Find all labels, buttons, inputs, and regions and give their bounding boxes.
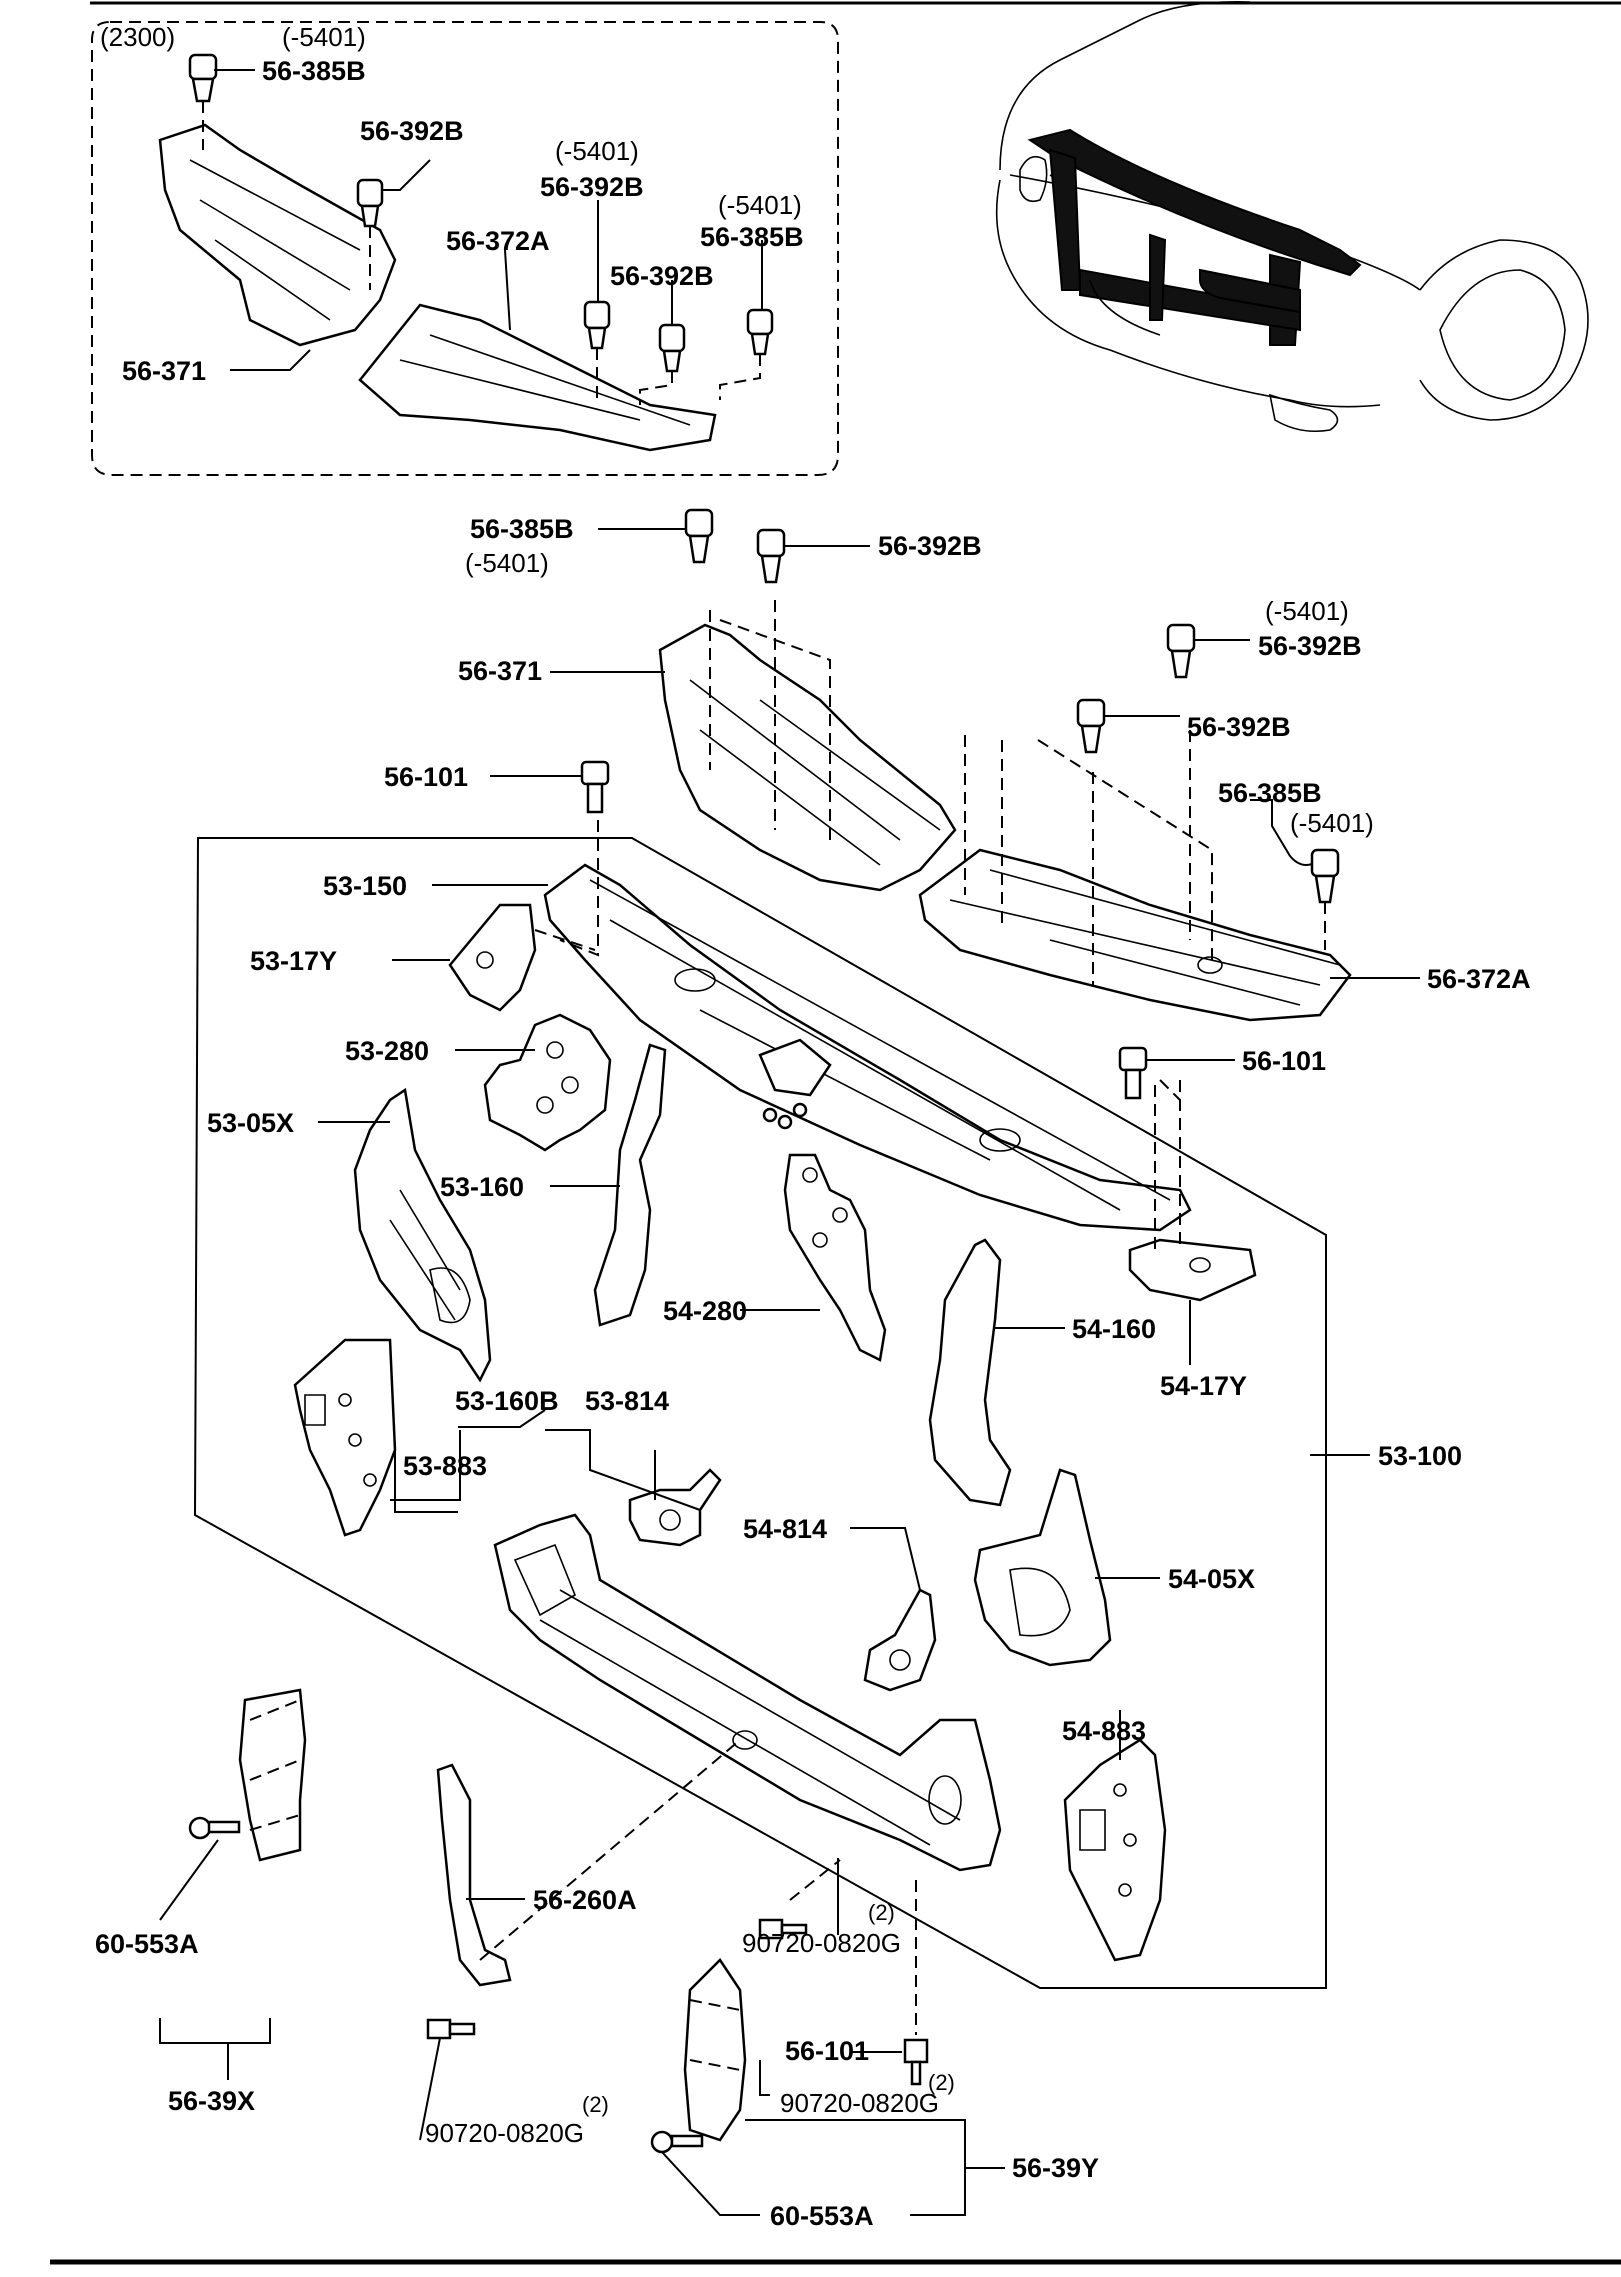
label-a7: 56-392B	[1187, 712, 1291, 742]
part-53-17Y	[448, 903, 596, 1012]
clip-56-385B-main-right	[1310, 848, 1340, 950]
inset-label-p4: (-5401)	[555, 136, 639, 166]
assembly-53-100-outline	[193, 837, 1327, 1989]
label-a39: 60-553A	[770, 2201, 874, 2231]
label-a37: 90720-0820G	[425, 2118, 584, 2148]
inset-part-56-371	[158, 123, 397, 347]
inset-clip-56-392B-2	[583, 300, 611, 350]
label-a36: (2)	[582, 2092, 609, 2117]
label-a35: 56-39X	[168, 2086, 255, 2116]
bolt-56-101-right	[1118, 1046, 1148, 1100]
part-54-160	[928, 1238, 1012, 1507]
part-54-883	[1063, 1738, 1167, 1962]
clip-56-385B-main	[684, 508, 714, 564]
label-a28: 56-260A	[533, 1885, 637, 1915]
label-a34: 90720-0820G	[780, 2088, 939, 2118]
label-a16: 53-05X	[207, 1108, 294, 1138]
label-a33: (2)	[928, 2070, 955, 2095]
inset-clip-56-385B-right	[746, 308, 774, 356]
label-a30: 90720-0820G	[742, 1928, 901, 1958]
label-a11: 53-150	[323, 871, 407, 901]
label-a27: 54-883	[1062, 1716, 1146, 1746]
label-a5: 56-392B	[1258, 631, 1362, 661]
clip-56-392B-main-1	[756, 528, 786, 584]
clip-56-392B-main-2	[1166, 623, 1196, 679]
label-a9: 56-385B	[1218, 778, 1322, 808]
label-a25: 54-814	[743, 1514, 827, 1544]
inset-label-p7: 56-385B	[700, 222, 804, 252]
part-56-371	[658, 600, 957, 892]
part-53-150	[543, 820, 1192, 1232]
label-a22: 53-814	[585, 1386, 669, 1416]
part-53-160B	[493, 1513, 1002, 1872]
vehicle-locator-sketch	[995, 1, 1589, 433]
label-a10: (-5401)	[1290, 808, 1374, 838]
label-a17: 53-160	[440, 1172, 524, 1202]
part-56-39Y	[650, 1859, 929, 2154]
label-a4: (-5401)	[1265, 596, 1349, 626]
label-a32: 56-101	[785, 2036, 869, 2066]
label-a38: 56-39Y	[1012, 2153, 1099, 2183]
inset-label-p3: 56-392B	[360, 116, 464, 146]
label-a2: (-5401)	[465, 548, 549, 578]
inset-label-p2: 56-385B	[262, 56, 366, 86]
inset-code: (2300)	[100, 22, 175, 52]
inset-label-p8: 56-372A	[446, 226, 550, 256]
inset-label-p6: (-5401)	[718, 190, 802, 220]
inset-clip-56-392B-3	[658, 323, 686, 373]
label-a24: 53-100	[1378, 1441, 1462, 1471]
label-a18: 54-280	[663, 1296, 747, 1326]
part-54-17Y	[1128, 1079, 1257, 1302]
label-a12: 53-17Y	[250, 946, 337, 976]
part-54-280	[783, 1153, 887, 1362]
clip-56-392B-main-3	[1076, 698, 1106, 754]
part-53-160	[593, 1043, 667, 1327]
label-a19: 54-160	[1072, 1314, 1156, 1344]
label-a14: 53-280	[345, 1036, 429, 1066]
part-54-05X	[973, 1468, 1112, 1667]
label-a15: 56-101	[1242, 1046, 1326, 1076]
label-a3: 56-392B	[878, 531, 982, 561]
label-a23: 53-883	[403, 1451, 487, 1481]
inset-label-p10: 56-371	[122, 356, 206, 386]
part-53-883	[293, 1338, 397, 1537]
part-53-280	[483, 1013, 612, 1152]
part-53-05X	[353, 1087, 492, 1383]
inset-label-p1: (-5401)	[282, 22, 366, 52]
part-53-814	[628, 1468, 722, 1547]
label-a26: 54-05X	[1168, 1564, 1255, 1594]
label-a20: 54-17Y	[1160, 1371, 1247, 1401]
label-a8: 56-101	[384, 762, 468, 792]
label-a31: 60-553A	[95, 1929, 199, 1959]
part-56-260A	[426, 1739, 741, 2040]
inset-label-p5: 56-392B	[540, 172, 644, 202]
part-56-39X	[188, 1688, 307, 1862]
part-56-372A	[918, 730, 1352, 1022]
label-a21: 53-160B	[455, 1386, 559, 1416]
bolt-56-101-top	[580, 760, 610, 814]
label-a6: 56-371	[458, 656, 542, 686]
label-a1: 56-385B	[470, 514, 574, 544]
part-54-814	[863, 1588, 937, 1692]
label-a13: 56-372A	[1427, 964, 1531, 994]
inset-label-p9: 56-392B	[610, 261, 714, 291]
inset-clip-56-392B-1	[356, 178, 384, 228]
inset-clip-56-385B-left	[188, 53, 218, 103]
label-a29: (2)	[868, 1900, 895, 1925]
inset-detail: (2300) (-5401) 56-385B 56-392B (-5401) 5…	[91, 21, 839, 476]
